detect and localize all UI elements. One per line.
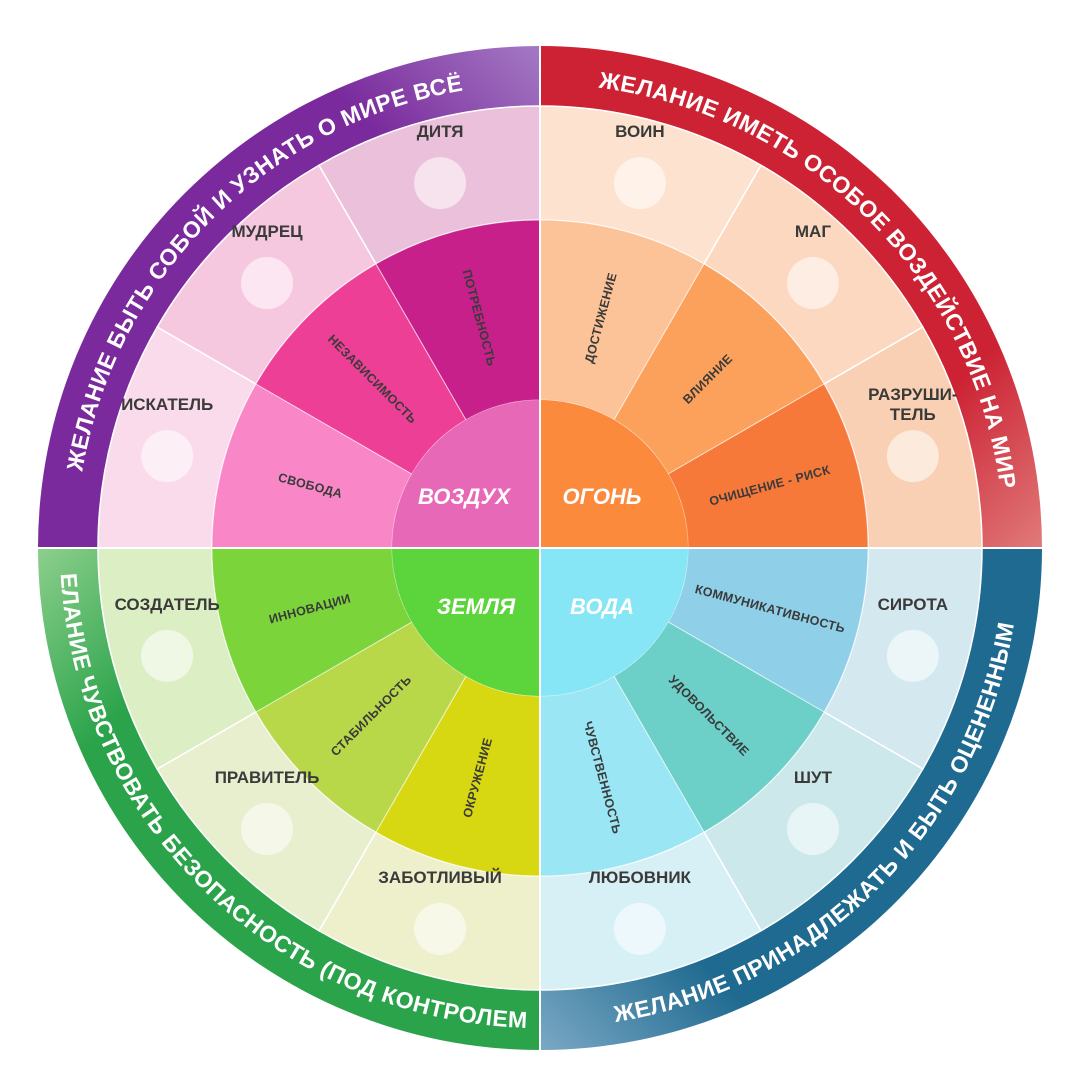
desire-band-air — [38, 46, 540, 548]
archetype-label: РАЗРУШИ-ТЕЛЬ — [868, 385, 957, 424]
desire-band-water — [540, 548, 1042, 1050]
archetype-marker — [141, 629, 194, 682]
element-label-earth: ЗЕМЛЯ — [437, 594, 516, 619]
archetype-label: МУДРЕЦ — [232, 222, 304, 241]
archetype-label: ВОИН — [615, 122, 665, 141]
element-quarter-fire — [540, 400, 688, 548]
archetype-label: ЛЮБОВНИК — [589, 868, 692, 887]
archetype-label: МАГ — [795, 222, 831, 241]
archetype-label: СИРОТА — [878, 595, 948, 614]
archetype-marker — [241, 257, 294, 310]
element-label-air: ВОЗДУХ — [418, 484, 511, 509]
element-label-water: ВОДА — [570, 594, 634, 619]
archetype-label: ДИТЯ — [417, 122, 464, 141]
archetype-marker — [613, 157, 666, 210]
element-label-fire: ОГОНЬ — [563, 484, 642, 509]
archetype-label: СОЗДАТЕЛЬ — [115, 595, 220, 614]
desire-band-earth — [38, 548, 540, 1050]
desire-band-fire — [540, 46, 1042, 548]
element-quarter-water — [540, 548, 688, 696]
element-quarter-air — [392, 400, 540, 548]
archetype-label: ЗАБОТЛИВЫЙ — [378, 868, 502, 887]
value-ring — [211, 219, 869, 877]
archetype-marker — [414, 902, 467, 955]
archetype-label: ШУТ — [794, 768, 833, 787]
archetype-marker — [786, 802, 839, 855]
archetype-marker — [241, 802, 294, 855]
archetype-marker — [613, 902, 666, 955]
desire-band — [38, 46, 1042, 1050]
archetype-marker — [786, 257, 839, 310]
archetype-label: ИСКАТЕЛЬ — [121, 395, 213, 414]
archetype-marker — [414, 157, 467, 210]
element-core — [392, 400, 688, 696]
element-quarter-earth — [392, 548, 540, 696]
archetype-marker — [141, 430, 194, 483]
archetype-marker — [886, 430, 939, 483]
archetype-label: ПРАВИТЕЛЬ — [215, 768, 320, 787]
archetype-marker — [886, 629, 939, 682]
